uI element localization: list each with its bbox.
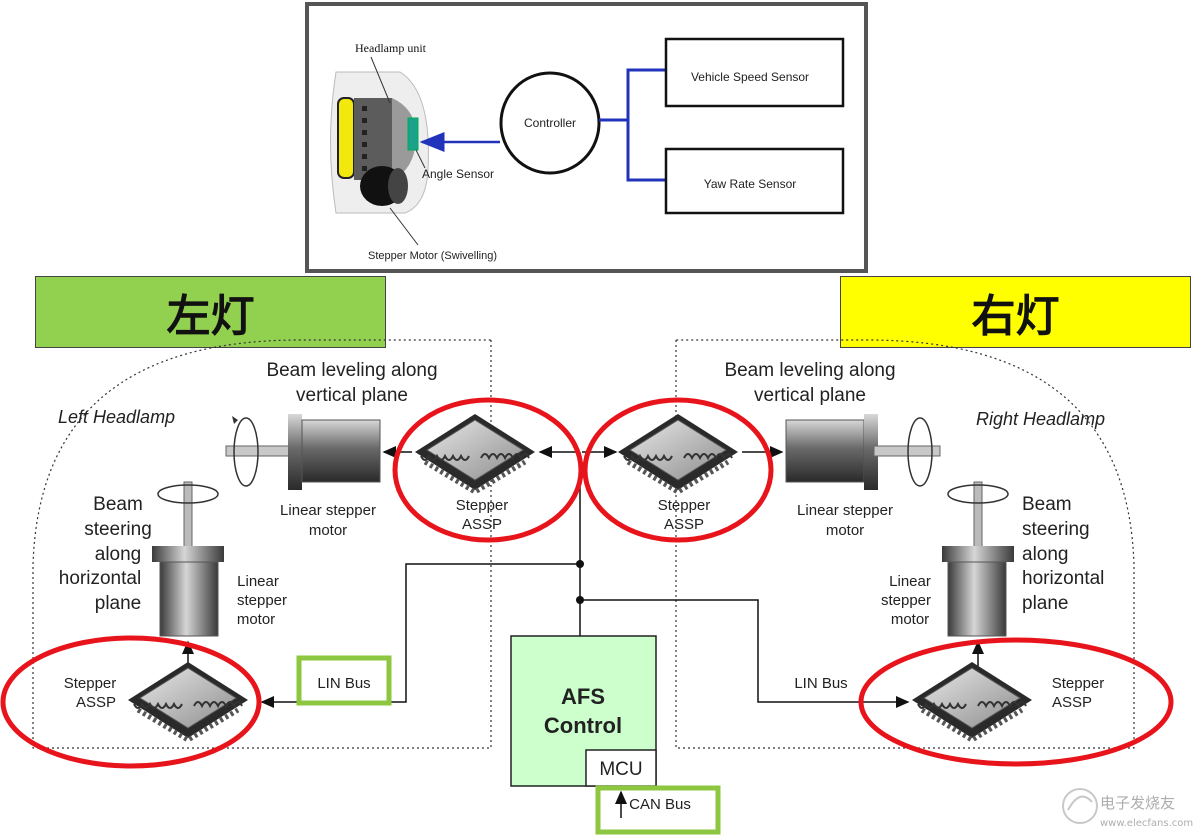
watermark: 电子发烧友 www.elecfans.com xyxy=(1062,788,1193,829)
chip-br-label2: ASSP xyxy=(1052,694,1092,711)
right-lin-bus-text: LIN Bus xyxy=(794,675,847,692)
highlight-ellipse-top-right xyxy=(582,397,774,543)
right-beam-leveling-line1: Beam leveling along xyxy=(724,360,895,381)
svg-text:horizontal: horizontal xyxy=(1022,568,1104,589)
right-vertical-motor xyxy=(942,481,1014,672)
left-lin-bus-text: LIN Bus xyxy=(317,675,370,692)
chip-bl-label2: ASSP xyxy=(76,694,116,711)
stepper-assp-chip-bottom-right xyxy=(912,662,1032,740)
controller-text: Controller xyxy=(524,116,576,130)
chip-tr-label1: Stepper xyxy=(658,497,711,514)
svg-text:Linear: Linear xyxy=(237,573,279,590)
svg-text:Linear: Linear xyxy=(889,573,931,590)
right-linear-motor-h-line2: motor xyxy=(826,522,864,539)
svg-text:along: along xyxy=(1022,544,1069,565)
left-linear-motor-h-line1: Linear stepper xyxy=(280,502,376,519)
can-bus-text: CAN Bus xyxy=(629,796,691,813)
svg-text:stepper: stepper xyxy=(237,592,287,609)
vehicle-speed-sensor-box xyxy=(664,37,845,108)
left-linear-motor-h-line2: motor xyxy=(309,522,347,539)
right-linear-motor-h-line1: Linear stepper xyxy=(797,502,893,519)
svg-text:motor: motor xyxy=(237,611,275,628)
lin-bus-highlight-box xyxy=(296,655,392,706)
stepper-assp-chip-top-left xyxy=(415,414,535,492)
chip-bl-label1: Stepper xyxy=(64,675,117,692)
left-beam-leveling-line2: vertical plane xyxy=(296,385,408,406)
left-vertical-motor xyxy=(152,481,224,672)
highlight-ellipse-top-left xyxy=(392,397,584,543)
angle-sensor-text: Angle Sensor xyxy=(422,167,494,181)
svg-text:horizontal: horizontal xyxy=(59,568,141,589)
svg-text:plane: plane xyxy=(1022,593,1069,614)
left-headlamp-boundary xyxy=(32,339,492,749)
left-linear-motor-v-text: Linear stepper motor xyxy=(237,573,287,628)
mcu-box xyxy=(585,749,657,787)
left-lamp-label: 左灯 xyxy=(35,276,386,348)
chip-br-label1: Stepper xyxy=(1052,675,1105,692)
left-headlamp-text: Left Headlamp xyxy=(58,407,175,427)
right-beam-leveling-line2: vertical plane xyxy=(754,385,866,406)
yaw-rate-sensor-box xyxy=(664,147,845,215)
vehicle-speed-sensor-text: Vehicle Speed Sensor xyxy=(691,70,809,84)
stepper-assp-chip-bottom-left xyxy=(128,662,248,740)
chip-tl-label1: Stepper xyxy=(456,497,509,514)
svg-text:steering: steering xyxy=(84,519,152,540)
yaw-rate-sensor-text: Yaw Rate Sensor xyxy=(704,177,797,191)
afs-control-line2: Control xyxy=(544,713,622,738)
svg-text:Beam: Beam xyxy=(93,494,143,515)
chip-tl-label2: ASSP xyxy=(462,516,502,533)
chip-tr-label2: ASSP xyxy=(664,516,704,533)
right-headlamp-text: Right Headlamp xyxy=(976,409,1105,429)
watermark-url: www.elecfans.com xyxy=(1100,818,1193,829)
svg-text:motor: motor xyxy=(891,611,929,628)
watermark-brand: 电子发烧友 xyxy=(1100,794,1175,812)
highlight-ellipse-bottom-left xyxy=(0,635,262,769)
headlamp-unit-text: Headlamp unit xyxy=(355,41,427,55)
stepper-motor-text: Stepper Motor (Swivelling) xyxy=(368,250,497,262)
afs-control-line1: AFS xyxy=(561,684,605,709)
right-beam-steering-text: Beam steering along horizontal plane xyxy=(1022,494,1104,614)
left-beam-steering-text: Beam steering along horizontal plane xyxy=(59,494,152,614)
red-highlights xyxy=(0,397,1174,769)
svg-text:Beam: Beam xyxy=(1022,494,1072,515)
right-lamp-label: 右灯 xyxy=(840,276,1191,348)
mcu-text: MCU xyxy=(599,759,642,780)
left-beam-leveling-line1: Beam leveling along xyxy=(266,360,437,381)
stepper-assp-chip-top-right xyxy=(618,414,738,492)
can-bus-highlight-box xyxy=(595,785,721,835)
top-inset: Headlamp unit Angle Sensor Stepper Motor… xyxy=(305,2,868,273)
svg-text:steering: steering xyxy=(1022,519,1090,540)
svg-text:plane: plane xyxy=(95,593,142,614)
right-headlamp-boundary xyxy=(675,339,1135,749)
highlight-ellipse-bottom-right xyxy=(858,637,1174,767)
right-linear-motor-v-text: Linear stepper motor xyxy=(881,573,931,628)
svg-text:stepper: stepper xyxy=(881,592,931,609)
right-horizontal-motor xyxy=(785,414,941,490)
left-horizontal-motor xyxy=(225,414,381,490)
svg-text:along: along xyxy=(95,544,142,565)
